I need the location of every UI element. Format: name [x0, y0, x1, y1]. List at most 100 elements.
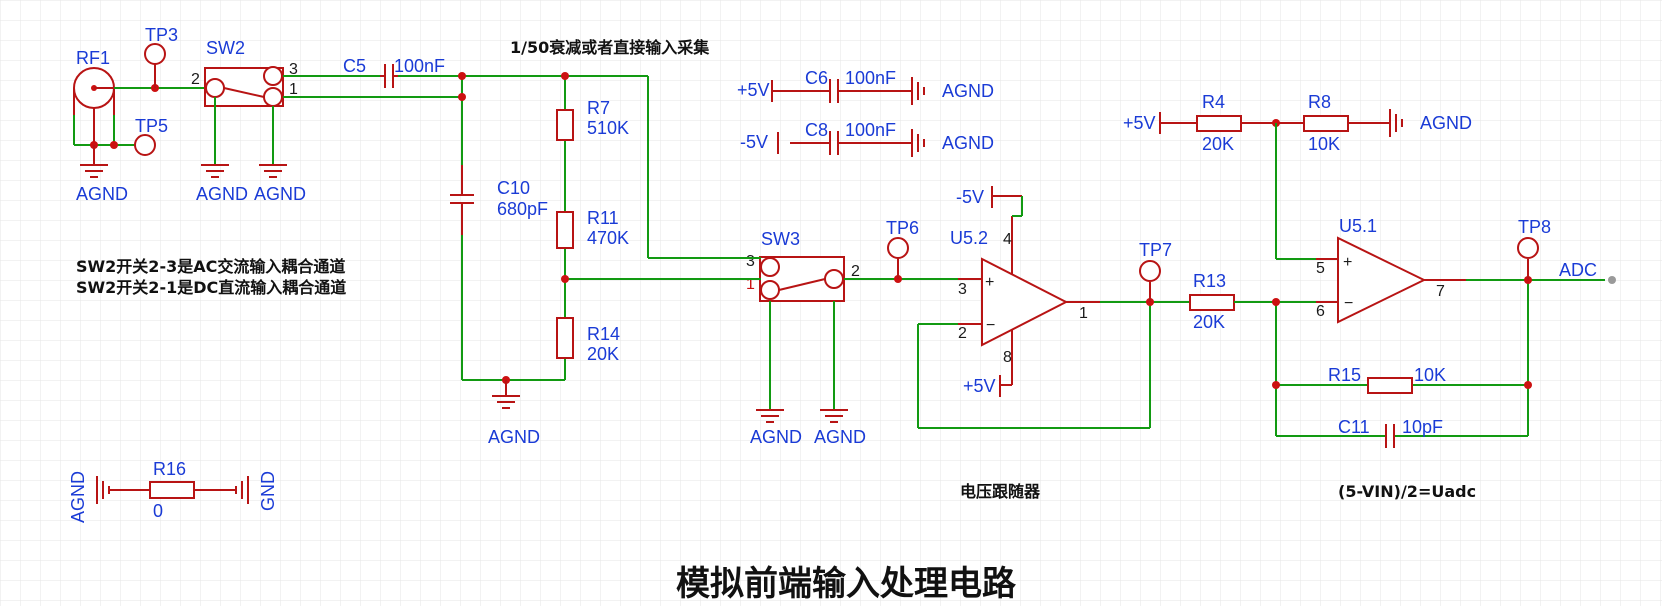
u51-label: U5.1: [1339, 216, 1377, 236]
tp6-test-point: TP6: [886, 218, 919, 279]
r15-value: 10K: [1414, 365, 1446, 385]
r11-resistor: R11 470K: [556, 208, 629, 249]
u51-wiring: [1234, 123, 1616, 437]
u52-pin1: 1: [1079, 305, 1088, 322]
u51-plus-sign: +: [1343, 254, 1352, 271]
r7-ref: R7: [587, 98, 610, 118]
schematic-title: 模拟前端输入处理电路: [676, 564, 1017, 604]
tp6-label: TP6: [886, 218, 919, 238]
c5-value: 100nF: [394, 56, 445, 76]
c6-value: 100nF: [845, 68, 896, 88]
c6-ref: C6: [805, 68, 828, 88]
agnd-label-c8: AGND: [942, 133, 994, 153]
sw2-pin1: 1: [289, 81, 298, 98]
r8-ref: R8: [1308, 92, 1331, 112]
r16-value: 0: [153, 501, 163, 521]
r15-ref: R15: [1328, 365, 1361, 385]
gnd-label-r16: GND: [258, 471, 278, 511]
r14-resistor: R14 20K: [556, 317, 620, 364]
tp3-label: TP3: [145, 25, 178, 45]
r15-resistor: R15 10K: [1328, 365, 1446, 394]
agnd-label-r16: AGND: [68, 471, 88, 523]
sw2-pin2: 2: [191, 71, 200, 88]
agnd-label-rf1: AGND: [76, 184, 128, 204]
r14-value: 20K: [587, 344, 619, 364]
tp8-label: TP8: [1518, 217, 1551, 237]
u51-pin6: 6: [1316, 303, 1325, 320]
rf1-agnd-symbol: AGND: [76, 145, 128, 204]
sw3-agnd-symbols: AGND AGND: [750, 409, 866, 447]
u52-pin2: 2: [958, 325, 967, 342]
c6-decoupling: +5V C6 100nF AGND: [737, 68, 994, 105]
r16-ref: R16: [153, 459, 186, 479]
tp5-test-point: TP5: [134, 116, 168, 156]
agnd-label-sw2a: AGND: [196, 184, 248, 204]
r11-ref: R11: [587, 208, 619, 228]
r13-resistor: R13 20K: [1189, 271, 1235, 332]
sw3-label: SW3: [761, 229, 800, 249]
c8-ref: C8: [805, 120, 828, 140]
u52-opamp: + − U5.2 3 2 1 4 8: [950, 216, 1100, 385]
u51-opamp: + − U5.1 5 6 7: [1316, 216, 1466, 324]
agnd-label-sw3a: AGND: [750, 427, 802, 447]
agnd-label-r8: AGND: [1420, 113, 1472, 133]
p5v-label-u52: +5V: [963, 376, 996, 396]
p5v-label-r4: +5V: [1123, 113, 1156, 133]
c11-value: 10pF: [1402, 417, 1443, 437]
sw3-wiring: [728, 257, 958, 410]
u52-plus-sign: +: [985, 274, 994, 291]
sw3-pin3: 3: [746, 253, 755, 270]
c11-capacitor: C11 10pF: [1338, 417, 1443, 448]
sw2-ac-note: SW2开关2-3是AC交流输入耦合通道: [76, 257, 345, 276]
agnd-label-sw3b: AGND: [814, 427, 866, 447]
tp3-test-point: TP3: [144, 25, 178, 88]
formula-note: (5-VIN)/2=Uadc: [1338, 482, 1476, 501]
p5v-label-c6: +5V: [737, 80, 770, 100]
u51-minus-sign: −: [1344, 295, 1353, 312]
tp7-label: TP7: [1139, 240, 1172, 260]
c11-ref: C11: [1338, 417, 1370, 437]
c8-decoupling: -5V C8 100nF AGND: [740, 120, 994, 157]
r16-ground-bridge: AGND GND R16 0: [68, 459, 278, 523]
agnd-label-atten: AGND: [488, 427, 540, 447]
sw3-switch: SW3 3 1 2: [746, 229, 860, 302]
n5v-label-c8: -5V: [740, 132, 768, 152]
r4-ref: R4: [1202, 92, 1225, 112]
c10-value: 680pF: [497, 199, 548, 219]
c5-ref: C5: [343, 56, 366, 76]
u52-pin4: 4: [1003, 231, 1012, 248]
sw2-dc-note: SW2开关2-1是DC直流输入耦合通道: [76, 278, 346, 297]
c5-capacitor: C5 100nF: [283, 56, 445, 88]
n5v-label-u52: -5V: [956, 187, 984, 207]
adc-net-label: ADC: [1559, 260, 1597, 280]
r4-r8-divider: +5V R4 20K R8 10K AGND: [1123, 92, 1472, 154]
attenuator-agnd-symbol: AGND: [488, 380, 540, 447]
u52-supply-pins: -5V +5V: [956, 186, 1023, 397]
agnd-label-sw2b: AGND: [254, 184, 306, 204]
attenuation-note: 1/50衰减或者直接输入采集: [510, 38, 710, 57]
u52-label: U5.2: [950, 228, 988, 248]
c8-value: 100nF: [845, 120, 896, 140]
tp8-test-point: TP8: [1517, 217, 1551, 280]
agnd-label-c6: AGND: [942, 81, 994, 101]
r13-ref: R13: [1193, 271, 1226, 291]
r14-ref: R14: [587, 324, 620, 344]
sw3-pin2: 2: [851, 263, 860, 280]
r11-value: 470K: [587, 228, 629, 248]
r7-resistor: R7 510K: [556, 98, 629, 141]
sw2-pin3: 3: [289, 61, 298, 78]
rf1-label: RF1: [76, 48, 110, 68]
r13-value: 20K: [1193, 312, 1225, 332]
r7-value: 510K: [587, 118, 629, 138]
tp5-label: TP5: [135, 116, 168, 136]
u51-pin5: 5: [1316, 260, 1325, 277]
r4-value: 20K: [1202, 134, 1234, 154]
u52-pin8: 8: [1003, 349, 1012, 366]
follower-note: 电压跟随器: [960, 482, 1041, 501]
r8-value: 10K: [1308, 134, 1340, 154]
u52-pin3: 3: [958, 281, 967, 298]
tp7-test-point: TP7: [1139, 240, 1172, 302]
u52-minus-sign: −: [986, 317, 995, 334]
